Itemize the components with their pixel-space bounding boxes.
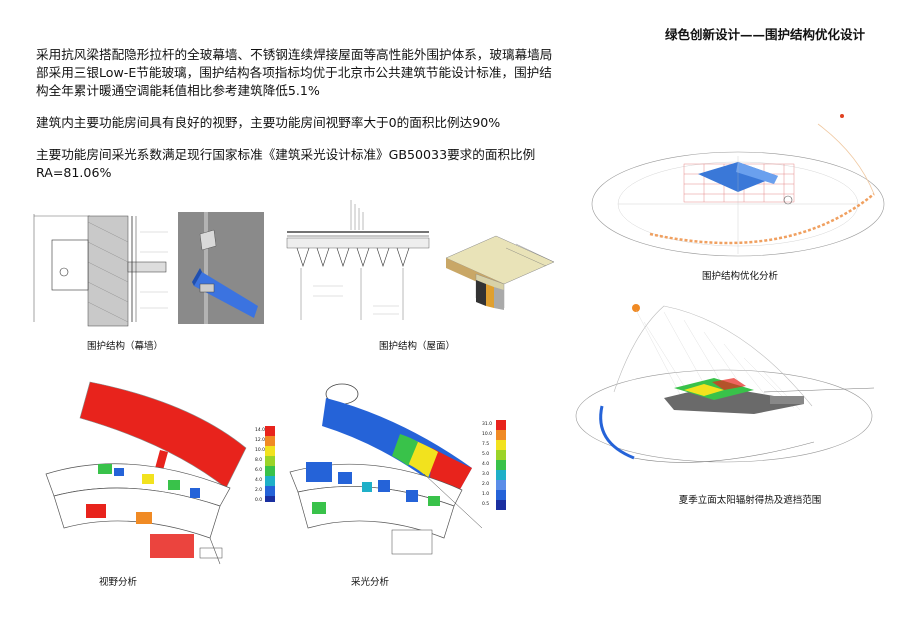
curtain-wall-3d-render [178, 212, 264, 324]
caption-roof: 围护结构（屋面） [378, 341, 455, 352]
daylight-legend-label: 2.0 [482, 482, 490, 487]
view-legend-label: 8.0 [255, 458, 263, 463]
caption-envelope: 围护结构优化分析 [701, 271, 778, 282]
view-legend-label: 12.0 [255, 438, 266, 443]
view-legend-label: 14.0 [255, 428, 266, 433]
daylight-legend-label: 7.5 [482, 442, 490, 447]
view-legend-label: 6.0 [255, 468, 263, 473]
caption-view: 视野分析 [98, 577, 137, 588]
caption-daylight: 采光分析 [350, 577, 389, 588]
view-legend: 14.0 12.0 10.0 8.0 6.0 4.0 2.0 0.0 [255, 426, 277, 510]
daylight-analysis-plan [289, 383, 482, 555]
view-legend-label: 4.0 [255, 478, 263, 483]
caption-curtain-wall: 围护结构（幕墙） [86, 341, 163, 352]
daylight-legend-label: 0.5 [482, 502, 490, 507]
daylight-legend-label: 4.0 [482, 462, 490, 467]
view-analysis-plan [45, 381, 247, 565]
paragraph-view: 建筑内主要功能房间具有良好的视野，主要功能房间视野率大于0的面积比例达90% [36, 115, 501, 130]
paragraph-envelope: 采用抗风梁搭配隐形拉杆的全玻幕墙、不锈钢连续焊接屋面等高性能外围护体系，玻璃幕墙… [36, 47, 553, 98]
view-legend-label: 10.0 [255, 448, 266, 453]
roof-layers-3d-drawing [445, 235, 555, 310]
daylight-legend: 31.0 10.0 7.5 5.0 4.0 3.0 2.0 1.0 0.5 [482, 420, 510, 514]
daylight-legend-label: 3.0 [482, 472, 490, 477]
daylight-legend-label: 1.0 [482, 492, 490, 497]
envelope-optimization-diagram [591, 114, 885, 257]
paragraph-daylight: 主要功能房间采光系数满足现行国家标准《建筑采光设计标准》GB50033要求的面积… [36, 147, 536, 180]
daylight-legend-bar [496, 420, 506, 510]
page-title: 绿色创新设计——围护结构优化设计 [664, 27, 865, 42]
daylight-legend-label: 31.0 [482, 422, 493, 427]
solar-radiation-diagram [575, 304, 874, 463]
curtain-wall-section-drawing [30, 212, 172, 328]
view-legend-label: 0.0 [255, 498, 263, 503]
daylight-legend-label: 10.0 [482, 432, 493, 437]
view-legend-bar [265, 426, 275, 502]
view-legend-label: 2.0 [255, 488, 263, 493]
daylight-legend-label: 5.0 [482, 452, 490, 457]
roof-section-drawing [283, 196, 433, 324]
caption-solar: 夏季立面太阳辐射得热及遮挡范围 [678, 495, 822, 506]
